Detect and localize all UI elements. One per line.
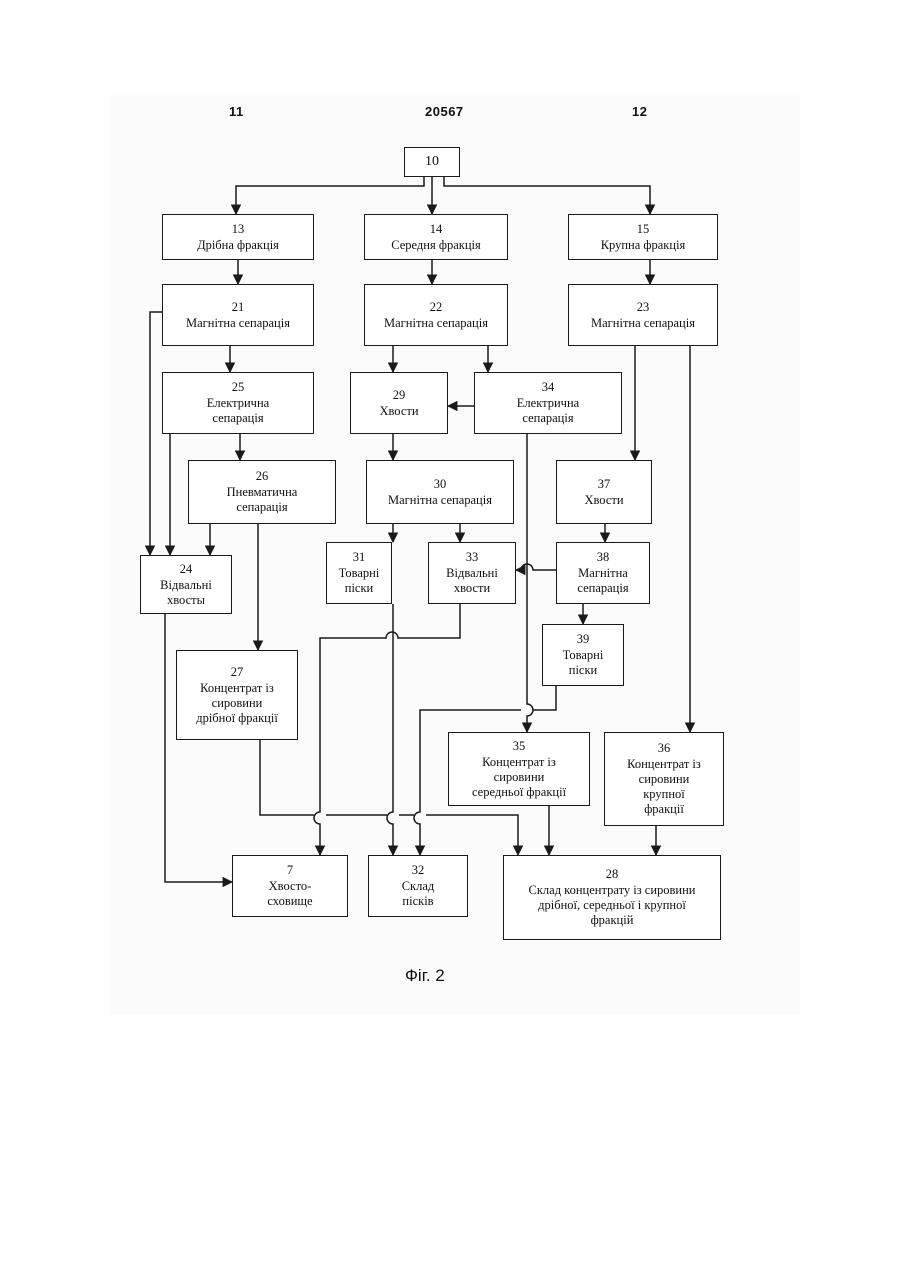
node-33-waste-tailings: 33 Відвальні хвости [428, 542, 516, 604]
node-number: 34 [542, 380, 555, 395]
node-29-tailings: 29 Хвости [350, 372, 448, 434]
node-label: Електрична [517, 396, 579, 411]
node-23-magnetic-separation: 23 Магнітна сепарація [568, 284, 718, 346]
node-label: сховище [267, 894, 312, 909]
node-26-pneumatic-separation: 26 Пневматична сепарація [188, 460, 336, 524]
node-label: сепарація [212, 411, 263, 426]
node-label: Товарні [563, 648, 604, 663]
node-number: 25 [232, 380, 245, 395]
node-number: 26 [256, 469, 269, 484]
node-label: Магнітна [578, 566, 628, 581]
node-number: 27 [231, 665, 244, 680]
node-number: 24 [180, 562, 193, 577]
node-36-coarse-concentrate: 36 Концентрат із сировини крупної фракці… [604, 732, 724, 826]
node-label: Крупна фракція [601, 238, 686, 253]
node-label: середньої фракції [472, 785, 566, 800]
node-10: 10 [404, 147, 460, 177]
node-number: 37 [598, 477, 611, 492]
node-34-electric-separation: 34 Електрична сепарація [474, 372, 622, 434]
node-31-commercial-sands: 31 Товарні піски [326, 542, 392, 604]
node-label: сировини [212, 696, 263, 711]
node-number: 7 [287, 863, 293, 878]
node-label: сепарація [522, 411, 573, 426]
node-label: Концентрат із [627, 757, 701, 772]
node-number: 15 [637, 222, 650, 237]
node-7-tailings-storage: 7 Хвосто- сховище [232, 855, 348, 917]
node-label: Відвальні [446, 566, 498, 581]
node-32-sands-warehouse: 32 Склад пісків [368, 855, 468, 917]
node-number: 10 [425, 154, 439, 169]
node-label: сировини [494, 770, 545, 785]
node-number: 30 [434, 477, 447, 492]
node-35-medium-concentrate: 35 Концентрат із сировини середньої фрак… [448, 732, 590, 806]
node-label: фракцій [591, 913, 634, 928]
node-label: Магнітна сепарація [186, 316, 290, 331]
node-number: 28 [606, 867, 619, 882]
node-number: 23 [637, 300, 650, 315]
node-label: хвосты [167, 593, 205, 608]
node-label: дрібної, середньої і крупної [538, 898, 686, 913]
node-27-fine-concentrate: 27 Концентрат із сировини дрібної фракці… [176, 650, 298, 740]
node-number: 38 [597, 550, 610, 565]
node-label: Пневматична [227, 485, 298, 500]
node-number: 22 [430, 300, 443, 315]
node-label: Магнітна сепарація [384, 316, 488, 331]
figure-caption: Фіг. 2 [405, 966, 445, 986]
node-label: дрібної фракції [196, 711, 278, 726]
node-24-waste-tailings: 24 Відвальні хвосты [140, 555, 232, 614]
node-label: сепарація [577, 581, 628, 596]
node-label: Товарні [339, 566, 380, 581]
node-25-electric-separation: 25 Електрична сепарація [162, 372, 314, 434]
node-label: Склад [402, 879, 435, 894]
node-label: Хвости [584, 493, 623, 508]
node-15-coarse-fraction: 15 Крупна фракція [568, 214, 718, 260]
node-number: 29 [393, 388, 406, 403]
node-37-tailings: 37 Хвости [556, 460, 652, 524]
node-label: Концентрат із [200, 681, 274, 696]
node-label: Магнітна сепарація [388, 493, 492, 508]
node-label: крупної [643, 787, 685, 802]
node-label: Магнітна сепарація [591, 316, 695, 331]
node-label: хвости [454, 581, 490, 596]
node-number: 13 [232, 222, 245, 237]
node-21-magnetic-separation: 21 Магнітна сепарація [162, 284, 314, 346]
node-label: Середня фракція [391, 238, 480, 253]
node-13-fine-fraction: 13 Дрібна фракція [162, 214, 314, 260]
node-number: 35 [513, 739, 526, 754]
node-label: Хвосто- [269, 879, 312, 894]
node-label: Склад концентрату із сировини [529, 883, 696, 898]
node-label: Дрібна фракція [197, 238, 279, 253]
node-number: 33 [466, 550, 479, 565]
node-number: 14 [430, 222, 443, 237]
node-label: пісків [402, 894, 433, 909]
node-28-concentrate-warehouse: 28 Склад концентрату із сировини дрібної… [503, 855, 721, 940]
node-label: піски [345, 581, 373, 596]
node-30-magnetic-separation: 30 Магнітна сепарація [366, 460, 514, 524]
node-label: піски [569, 663, 597, 678]
node-number: 36 [658, 741, 671, 756]
node-label: Концентрат із [482, 755, 556, 770]
node-number: 32 [412, 863, 425, 878]
node-label: Хвости [379, 404, 418, 419]
node-number: 21 [232, 300, 245, 315]
node-label: Електрична [207, 396, 269, 411]
node-14-medium-fraction: 14 Середня фракція [364, 214, 508, 260]
node-label: Відвальні [160, 578, 212, 593]
node-label: фракції [644, 802, 684, 817]
node-number: 31 [353, 550, 366, 565]
node-22-magnetic-separation: 22 Магнітна сепарація [364, 284, 508, 346]
node-number: 39 [577, 632, 590, 647]
node-label: сепарація [236, 500, 287, 515]
node-label: сировини [639, 772, 690, 787]
node-38-magnetic-separation: 38 Магнітна сепарація [556, 542, 650, 604]
node-39-commercial-sands: 39 Товарні піски [542, 624, 624, 686]
